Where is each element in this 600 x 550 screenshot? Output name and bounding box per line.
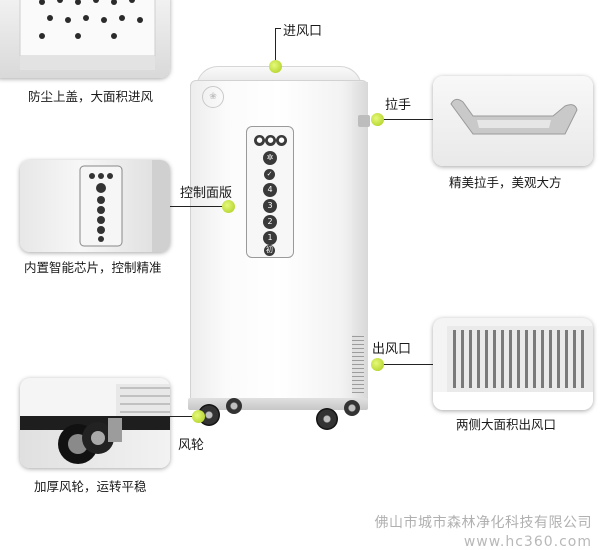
wheel-icon (316, 408, 338, 430)
fan-icon: ✲ (263, 151, 277, 165)
air-outlet-label: 出风口 (372, 342, 412, 357)
dust-cover-caption: 防尘上盖，大面积进风 (28, 89, 154, 104)
wheels-label: 风轮 (178, 438, 205, 453)
control-panel-label: 控制面版 (180, 186, 233, 201)
panel-speed-button: 1 (263, 231, 277, 245)
callout-line (275, 28, 276, 66)
chip-photo (20, 160, 170, 252)
control-panel: ● ● ● ✲ ✓ 4 3 2 1 初 (246, 126, 294, 258)
air-outlet-grille-image (433, 326, 593, 410)
air-inlet-marker-dot (269, 60, 282, 73)
handle-photo (433, 76, 593, 166)
callout-line (378, 364, 433, 365)
panel-button-icon: ● (265, 135, 276, 146)
panel-button-icon: ● (276, 135, 287, 146)
panel-speed-button: 2 (263, 215, 277, 229)
panel-reset-button: 初 (264, 245, 275, 256)
wheel-closeup-image (20, 378, 170, 464)
callout-line (378, 119, 433, 120)
panel-button-icon: ✓ (264, 169, 275, 180)
side-outlet-grille (352, 335, 364, 393)
panel-speed-button: 3 (263, 199, 277, 213)
wheel-photo (20, 378, 170, 468)
callout-line (170, 416, 194, 417)
handle-caption: 精美拉手，美观大方 (449, 175, 562, 190)
panel-button-icon: ● (254, 135, 265, 146)
air-inlet-label: 进风口 (283, 24, 323, 39)
handle-label: 拉手 (385, 98, 412, 113)
control-panel-closeup-image (79, 160, 170, 252)
dust-cover-image (19, 0, 156, 70)
website-watermark: www.hc360.com (463, 534, 592, 550)
air-outlet-photo (433, 318, 593, 410)
handle-marker-dot (371, 113, 384, 126)
air-outlet-marker-dot (371, 358, 384, 371)
wheel-icon (226, 398, 242, 414)
wheel-icon (344, 400, 360, 416)
air-outlet-caption: 两侧大面积出风口 (456, 417, 557, 432)
callout-line (170, 206, 224, 207)
unit-side-panel (352, 82, 368, 398)
handle-stub (358, 115, 370, 127)
control-panel-marker-dot (222, 200, 235, 213)
company-name-watermark: 佛山市城市森林净化科技有限公司 (374, 515, 592, 531)
panel-speed-button: 4 (263, 183, 277, 197)
dust-cover-photo (0, 0, 170, 78)
wheel-caption: 加厚风轮，运转平稳 (34, 479, 147, 494)
wheels-marker-dot (192, 410, 205, 423)
handle-closeup-image (450, 98, 578, 135)
chip-caption: 内置智能芯片，控制精准 (24, 260, 162, 275)
callout-line (275, 28, 281, 29)
brand-logo-icon: ❀ (202, 86, 224, 108)
